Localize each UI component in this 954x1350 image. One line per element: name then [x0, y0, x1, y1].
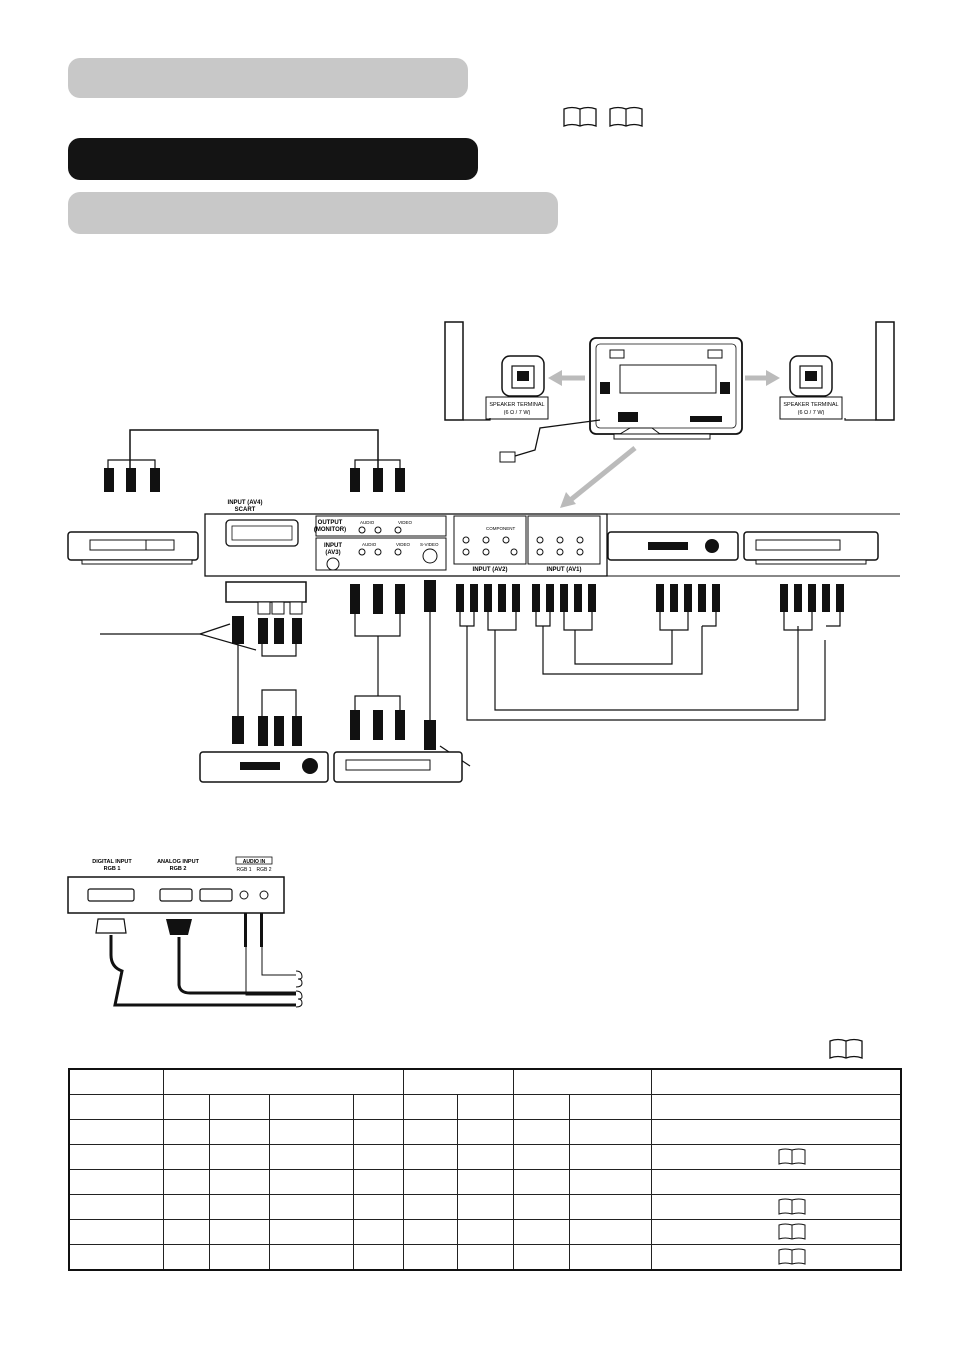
rca-plugs-top-left	[104, 468, 160, 492]
table-row	[68, 1219, 902, 1245]
input-av2-label: INPUT (AV2)	[473, 567, 508, 573]
av4-label: INPUT (AV4)	[228, 500, 263, 506]
rca-plugs-component	[456, 584, 844, 612]
input-spec-table	[68, 1068, 902, 1271]
speaker-terminal-label: SPEAKER TERMINAL	[783, 402, 838, 408]
left-speaker	[444, 321, 464, 421]
scart-connector	[225, 519, 299, 547]
table-row	[68, 1169, 902, 1195]
av3-label: (AV3)	[325, 550, 340, 556]
vcr-bottom	[333, 751, 463, 783]
monitor-label: (MONITOR)	[314, 527, 346, 533]
page-reference-icon	[778, 1223, 805, 1240]
input-label: INPUT	[324, 543, 342, 549]
audio-rgb1-label: RGB 1	[236, 867, 251, 873]
chapter-header-bar	[68, 138, 478, 180]
page-reference-icon	[609, 106, 643, 127]
av-terminal-panel: INPUT (AV4) SCART OUTPUT (MONITOR) AUDIO…	[204, 500, 900, 577]
rca-plugs-top-right	[350, 468, 405, 492]
section-header-bar	[68, 58, 468, 98]
page-reference-icon	[778, 1198, 805, 1215]
audio-in-label: AUDIO IN	[243, 859, 266, 865]
table-row	[68, 1244, 902, 1271]
page-reference-icon	[778, 1148, 805, 1165]
output-label: OUTPUT	[318, 520, 343, 526]
svideo-label: S-VIDEO	[420, 542, 439, 547]
page-reference-icon	[563, 106, 597, 127]
right-speaker-terminal: SPEAKER TERMINAL (6 Ω / 7 W)	[779, 355, 843, 420]
video-label: VIDEO	[396, 542, 411, 547]
connection-diagram: SPEAKER TERMINAL (6 Ω / 7 W) SPEAKER TER…	[67, 321, 900, 783]
dvd-player-bottom	[199, 751, 329, 783]
speaker-terminal-label: SPEAKER TERMINAL	[489, 402, 544, 408]
table-row	[68, 1194, 902, 1220]
vcr-right	[743, 531, 879, 565]
tv-rear-view	[589, 337, 743, 440]
subsection-header-bar	[68, 192, 558, 234]
input-av1-label: INPUT (AV1)	[547, 567, 582, 573]
table-row	[68, 1119, 902, 1145]
vga-connector	[159, 888, 193, 902]
audio-label: AUDIO	[362, 542, 377, 547]
speaker-impedance-label: (6 Ω / 7 W)	[798, 410, 825, 416]
table-header-row	[68, 1068, 902, 1095]
digital-input-label: DIGITAL INPUT	[92, 859, 132, 865]
scart-adapter	[225, 581, 307, 644]
speaker-impedance-label: (6 Ω / 7 W)	[504, 410, 531, 416]
rgb1-label: RGB 1	[104, 866, 121, 872]
dvi-connector	[87, 888, 135, 902]
analog-input-label: ANALOG INPUT	[157, 859, 200, 865]
rca-plugs-av3	[350, 580, 436, 750]
vcr-left	[67, 531, 199, 565]
rgb2-label: RGB 2	[170, 866, 187, 872]
page-reference-icon	[778, 1248, 805, 1265]
component-label: COMPONENT	[486, 526, 516, 531]
audio-label: AUDIO	[360, 520, 375, 525]
pc-input-diagram: DIGITAL INPUT RGB 1 ANALOG INPUT RGB 2 A…	[67, 856, 303, 1008]
dvd-player-right	[607, 531, 739, 561]
table-row	[68, 1144, 902, 1170]
audio-rgb2-label: RGB 2	[256, 867, 271, 873]
page-reference-icon	[829, 1038, 863, 1059]
rca-plugs-bottom-left	[232, 716, 302, 746]
scart-label: SCART	[235, 507, 256, 513]
left-speaker-terminal: SPEAKER TERMINAL (6 Ω / 7 W)	[485, 355, 549, 420]
right-speaker	[875, 321, 895, 421]
table-row	[68, 1094, 902, 1120]
video-label: VIDEO	[398, 520, 413, 525]
